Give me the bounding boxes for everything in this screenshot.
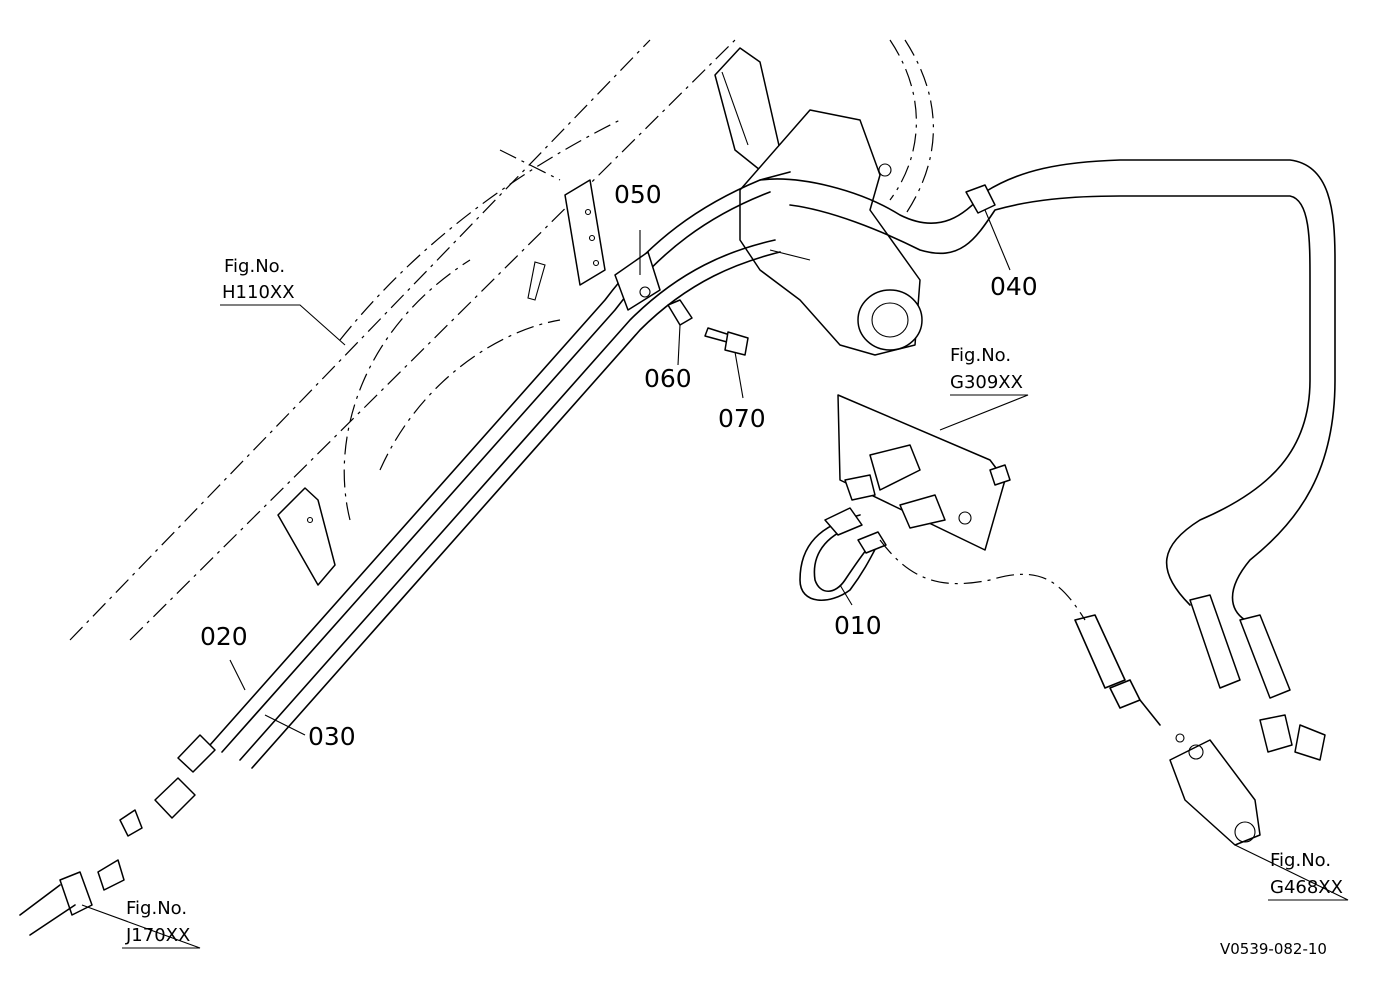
spacer-060 (667, 299, 693, 326)
pivot-arm (739, 109, 923, 356)
fig-ref-g468-code: G468XX (1270, 877, 1343, 898)
drawing-code: V0539-082-10 (1220, 940, 1327, 958)
bolt-070 (704, 327, 749, 356)
hose-020 (209, 171, 791, 753)
lower-bracket (277, 487, 336, 586)
side-plate (564, 179, 606, 286)
valve-plate (837, 394, 1011, 551)
lower-right-hoses (1189, 594, 1326, 761)
upper-bracket (714, 47, 781, 171)
fig-ref-h110-code: H110XX (222, 282, 295, 303)
hose-030 (239, 239, 781, 769)
part-label-060: 060 (644, 364, 692, 393)
fig-ref-j170-caption: Fig.No. (126, 898, 187, 919)
control-valve (1169, 733, 1261, 846)
part-label-030: 030 (308, 722, 356, 751)
clamp-050 (614, 251, 661, 311)
part-label-040: 040 (990, 272, 1038, 301)
leader-lines (81, 209, 1349, 949)
part-label-050: 050 (614, 180, 662, 209)
part-label-010: 010 (834, 611, 882, 640)
clamp-040 (965, 184, 996, 214)
hose-010 (799, 507, 887, 602)
part-label-020: 020 (200, 622, 248, 651)
slot (527, 261, 546, 301)
fig-ref-h110-caption: Fig.No. (224, 256, 285, 277)
part-label-070: 070 (718, 404, 766, 433)
fig-ref-g309-caption: Fig.No. (950, 345, 1011, 366)
fig-ref-j170-code: J170XX (125, 925, 190, 946)
lower-left-fittings (19, 734, 216, 936)
right-hose-loop (759, 159, 1336, 621)
loader-arm-outline (69, 39, 934, 641)
fig-ref-g468-caption: Fig.No. (1270, 850, 1331, 871)
fig-ref-g309-code: G309XX (950, 372, 1023, 393)
pipe-to-valve (879, 539, 1161, 726)
